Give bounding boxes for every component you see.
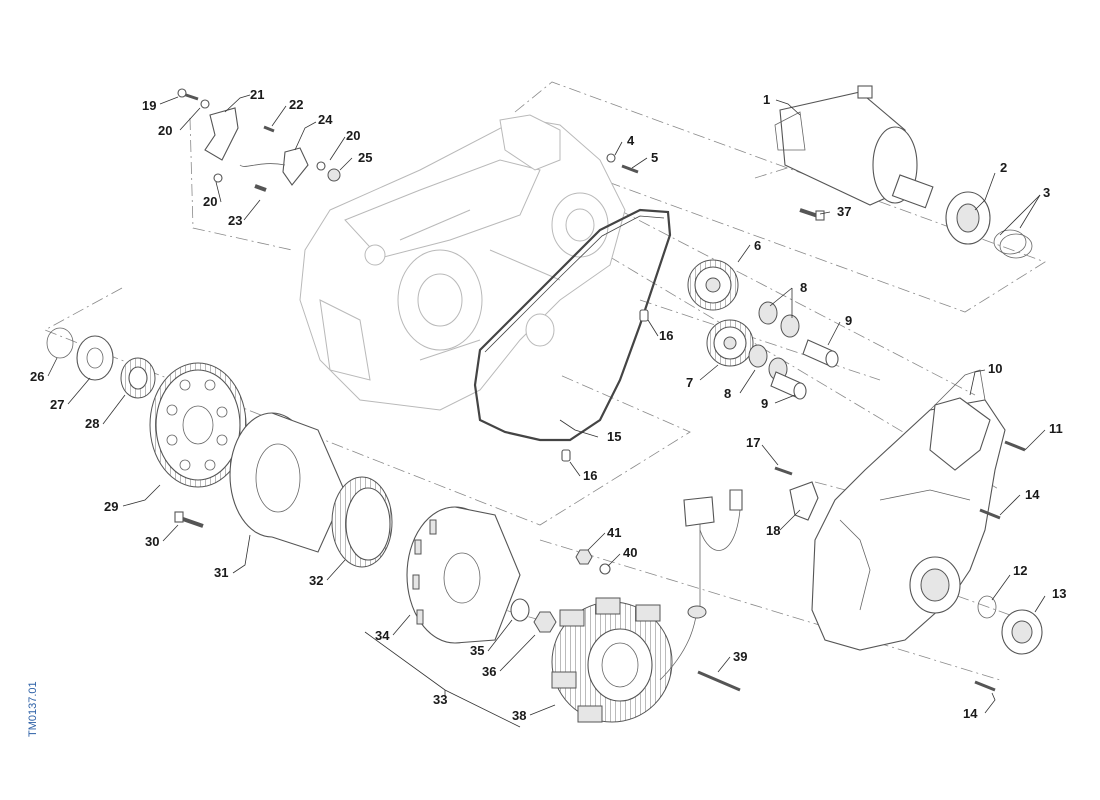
callout-6: 6 <box>754 238 761 253</box>
cover-o-ring <box>977 595 997 619</box>
callout-5: 5 <box>651 150 658 165</box>
generator-cover <box>811 369 1006 651</box>
idler-gear-upper <box>687 259 739 311</box>
callout-9-lower: 9 <box>761 396 768 411</box>
starter-bearing <box>945 191 991 245</box>
callout-34: 34 <box>375 628 390 643</box>
one-way-clutch <box>331 476 393 568</box>
callout-36: 36 <box>482 664 496 679</box>
callout-41: 41 <box>607 525 621 540</box>
callout-16-upper: 16 <box>659 328 673 343</box>
circlip <box>46 327 74 359</box>
callout-33: 33 <box>433 692 447 707</box>
flywheel-rotor <box>406 506 521 644</box>
callout-14-lower: 14 <box>963 706 978 721</box>
starter-motor <box>774 85 934 209</box>
callout-29: 29 <box>104 499 118 514</box>
callout-21: 21 <box>250 87 264 102</box>
dowel-pin-lower <box>561 449 571 462</box>
callout-16-lower: 16 <box>583 468 597 483</box>
callout-18: 18 <box>766 523 780 538</box>
starter-driven-gear <box>149 362 247 488</box>
leader-lines <box>47 94 1046 716</box>
callout-19: 19 <box>142 98 156 113</box>
stator <box>551 597 673 723</box>
callout-26: 26 <box>30 369 44 384</box>
cover-bolt-small <box>606 153 639 174</box>
cover-gasket <box>473 208 672 442</box>
callout-40: 40 <box>623 545 637 560</box>
callout-2: 2 <box>1000 160 1007 175</box>
callout-labels: 1 2 3 4 5 6 7 8 8 9 9 10 11 12 13 14 14 … <box>30 87 1066 723</box>
callout-35: 35 <box>470 643 484 658</box>
roller-bearing <box>120 357 156 399</box>
callout-25: 25 <box>358 150 372 165</box>
callout-20-right: 20 <box>346 128 360 143</box>
callout-23: 23 <box>228 213 242 228</box>
starter-bolt <box>799 208 825 221</box>
cover-bolts <box>774 440 1026 692</box>
callout-15: 15 <box>607 429 621 444</box>
flywheel-washer <box>510 598 530 622</box>
callout-14-upper: 14 <box>1025 487 1040 502</box>
callout-37: 37 <box>837 204 851 219</box>
callout-28: 28 <box>85 416 99 431</box>
callout-20-lower: 20 <box>203 194 217 209</box>
stator-washer <box>599 563 611 575</box>
callout-3: 3 <box>1043 185 1050 200</box>
assembly-bracket-33 <box>364 631 521 728</box>
clutch-bolt <box>174 511 204 528</box>
gear-shafts <box>770 339 839 400</box>
stator-screw <box>697 670 741 692</box>
callout-24: 24 <box>318 112 333 127</box>
callout-11: 11 <box>1049 421 1063 436</box>
needle-bearings <box>748 301 800 381</box>
crankcase <box>299 114 626 411</box>
callout-13: 13 <box>1052 586 1066 601</box>
dowel-pin-upper <box>639 309 649 322</box>
cover-plug <box>1001 609 1043 655</box>
thrust-washer <box>76 335 114 381</box>
callout-8-upper: 8 <box>800 280 807 295</box>
callout-22: 22 <box>289 97 303 112</box>
callout-1: 1 <box>763 92 770 107</box>
callout-8-lower: 8 <box>724 386 731 401</box>
callout-12: 12 <box>1013 563 1027 578</box>
cable-guide <box>789 481 819 521</box>
callout-38: 38 <box>512 708 526 723</box>
callout-31: 31 <box>214 565 228 580</box>
callout-10: 10 <box>988 361 1002 376</box>
callout-7: 7 <box>686 375 693 390</box>
callout-39: 39 <box>733 649 747 664</box>
callout-9-upper: 9 <box>845 313 852 328</box>
starter-o-rings <box>993 229 1033 259</box>
stator-nut <box>575 549 593 565</box>
callout-27: 27 <box>50 397 64 412</box>
drawing-code: TM0137.01 <box>27 681 39 737</box>
callout-32: 32 <box>309 573 323 588</box>
idler-gear-lower <box>706 319 754 367</box>
callout-17: 17 <box>746 435 760 450</box>
stator-wiring <box>659 489 743 681</box>
callout-30: 30 <box>145 534 159 549</box>
flywheel-nut <box>533 611 557 633</box>
callout-20-left: 20 <box>158 123 172 138</box>
sensor-bracket-group <box>177 88 341 192</box>
callout-4: 4 <box>627 133 635 148</box>
starter-clutch-housing <box>229 412 346 553</box>
